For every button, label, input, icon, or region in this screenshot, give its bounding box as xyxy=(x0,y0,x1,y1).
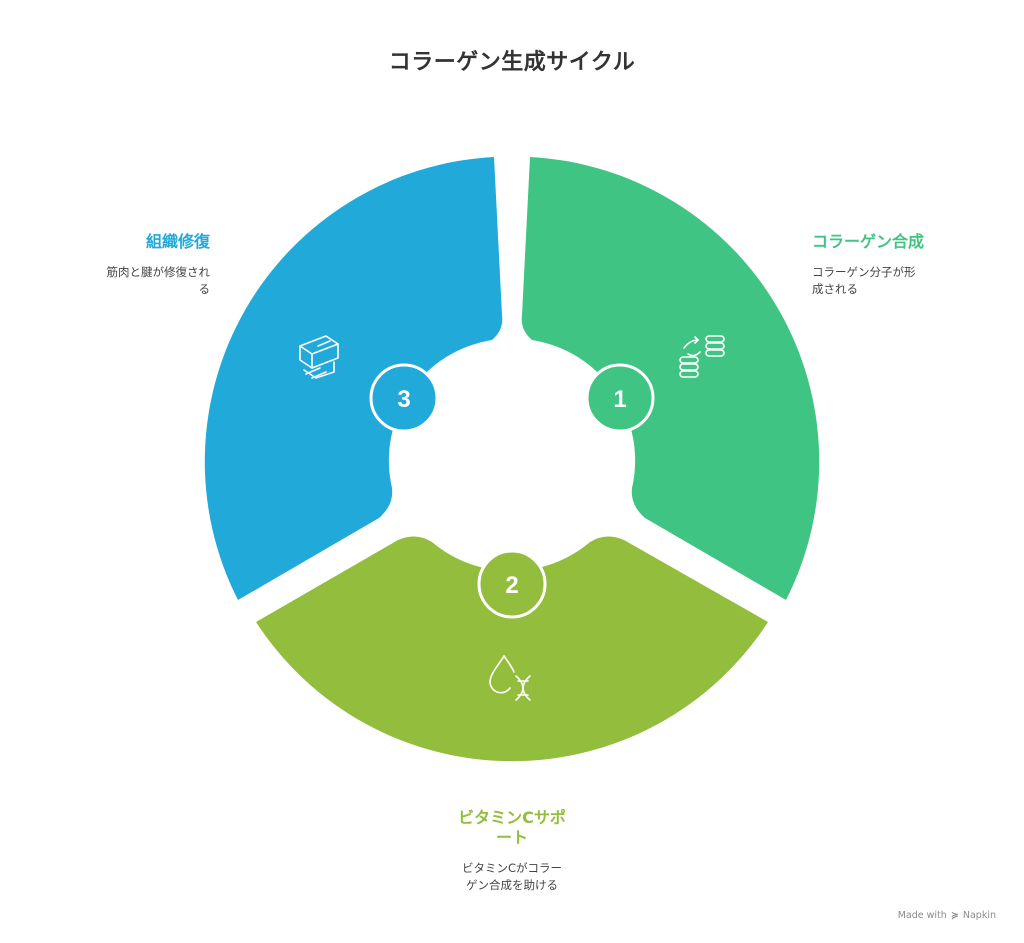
step-1-desc-line2: 成される xyxy=(812,282,858,296)
segment-collagen-synthesis xyxy=(521,157,820,600)
step-1-label-block: コラーゲン合成 コラーゲン分子が形 成される xyxy=(812,232,972,298)
footer-credit[interactable]: Made with ≽ Napkin xyxy=(898,910,996,921)
step-2-desc-line1: ビタミンCがコラー xyxy=(461,861,563,875)
step-3-label-block: 組織修復 筋肉と腱が修復され る xyxy=(50,232,211,298)
step-2-number: 2 xyxy=(505,572,518,599)
napkin-logo-icon: ≽ xyxy=(950,910,959,921)
step-1-description: コラーゲン分子が形 成される xyxy=(812,264,972,298)
footer-made-with: Made with xyxy=(897,910,947,921)
step-3-desc-line2: る xyxy=(198,282,211,296)
diagram-title: コラーゲン生成サイクル xyxy=(388,50,636,75)
step-1-desc-line1: コラーゲン分子が形 xyxy=(812,265,916,279)
bandage-icon xyxy=(299,335,339,379)
footer-brand: Napkin xyxy=(962,910,996,921)
step-2-title-line2: ート xyxy=(495,828,528,847)
step-3-desc-line1: 筋肉と腱が修復され xyxy=(106,265,211,279)
step-2-title: ビタミンCサポ ート xyxy=(432,808,592,848)
step-2-desc-line2: ゲン合成を助ける xyxy=(466,878,558,892)
step-3-badge: 3 xyxy=(369,363,439,433)
step-2-title-line1: ビタミンCサポ xyxy=(458,808,566,827)
molecule-exchange-icon xyxy=(679,335,725,378)
segment-vitamin-c-support xyxy=(256,536,768,762)
step-1-number: 1 xyxy=(613,386,626,413)
step-2-description: ビタミンCがコラー ゲン合成を助ける xyxy=(432,860,592,894)
step-3-title: 組織修復 xyxy=(145,232,210,251)
drop-dna-icon xyxy=(489,655,531,701)
step-1-title: コラーゲン合成 xyxy=(812,232,925,251)
step-3-number: 3 xyxy=(397,386,410,413)
step-2-label-block: ビタミンCサポ ート ビタミンCがコラー ゲン合成を助ける xyxy=(432,808,592,894)
segment-tissue-repair xyxy=(204,157,503,600)
step-1-badge: 1 xyxy=(585,363,655,433)
step-3-description: 筋肉と腱が修復され る xyxy=(50,264,211,298)
step-2-badge: 2 xyxy=(477,549,547,619)
